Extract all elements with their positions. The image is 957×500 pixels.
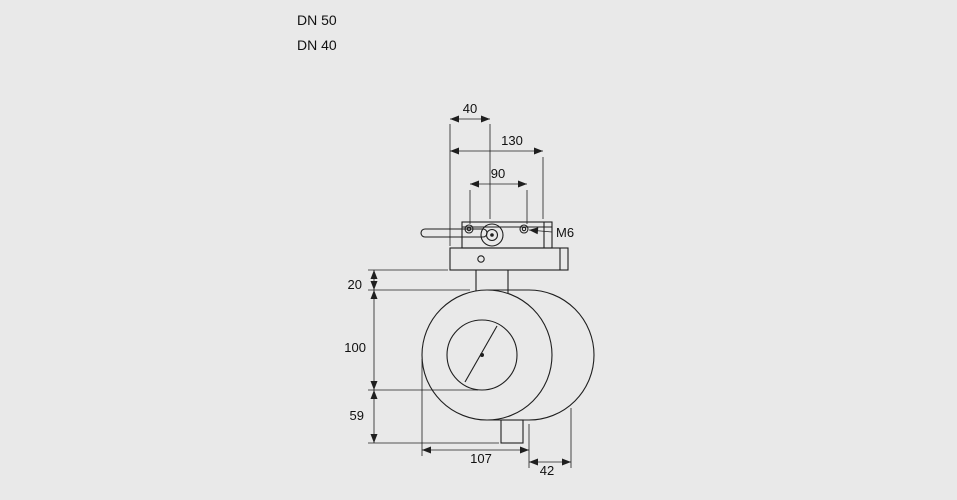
bottom-bearing-tab [500,419,524,444]
dn-size-labels: DN 50 DN 40 [297,8,337,58]
screw-hole-right [519,224,529,234]
valve-lever [420,228,488,238]
dim-label-lower-section: 59 [350,408,364,423]
shaft-center-dot [490,233,494,237]
dim-label-hole-spacing: 90 [491,166,505,181]
shaft-boss-outer [480,223,504,247]
dim-label-thread-size: M6 [556,225,574,240]
dim-label-body-depth: 42 [540,463,554,478]
body-front-circle [421,289,553,421]
dn-label-primary: DN 50 [297,12,337,28]
leader-line-m6 [528,227,553,235]
dimension-labels: 40 130 90 M6 20 100 59 107 42 [344,101,574,478]
screw-hole-right-inner [521,226,527,232]
bore-circle [446,319,518,391]
dim-label-overall-width: 130 [501,133,523,148]
valve-part [420,221,595,444]
dimension-lines [370,115,571,466]
lower-plate-hole [477,255,485,263]
disc-edge-line [464,325,498,383]
extension-lines [368,124,572,468]
upper-mounting-plate [461,221,553,249]
screw-hole-left [464,224,474,234]
shaft-boss-inner [485,228,499,242]
dim-label-axis-height: 100 [344,340,366,355]
body-back-arc [528,289,595,421]
dn-label-secondary: DN 40 [297,37,337,53]
dim-label-body-od: 107 [470,451,492,466]
dim-label-lever-offset: 40 [463,101,477,116]
lower-mounting-plate [449,247,569,271]
dim-label-neck-height: 20 [348,277,362,292]
screw-hole-left-inner [466,226,472,232]
